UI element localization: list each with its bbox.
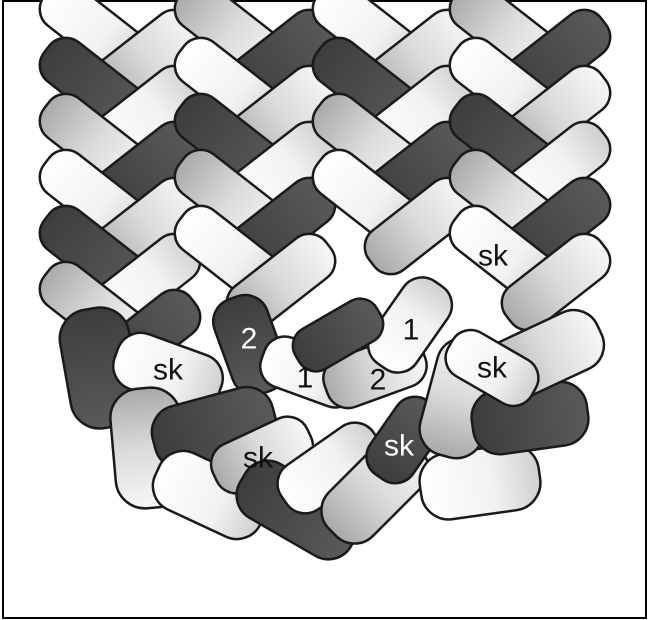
label-sk-right-upper: sk — [478, 240, 509, 273]
label-sk-bottom-right: sk — [384, 430, 415, 463]
label-sk-left: sk — [153, 354, 184, 387]
label-sk-bottom-left: sk — [243, 442, 274, 475]
label-sk-right-lower: sk — [477, 352, 508, 385]
label-number-1-upper: 1 — [403, 314, 420, 347]
label-number-2-dark: 2 — [241, 323, 258, 356]
label-number-2-lower: 2 — [370, 364, 387, 397]
label-number-1-lower: 1 — [297, 362, 314, 395]
